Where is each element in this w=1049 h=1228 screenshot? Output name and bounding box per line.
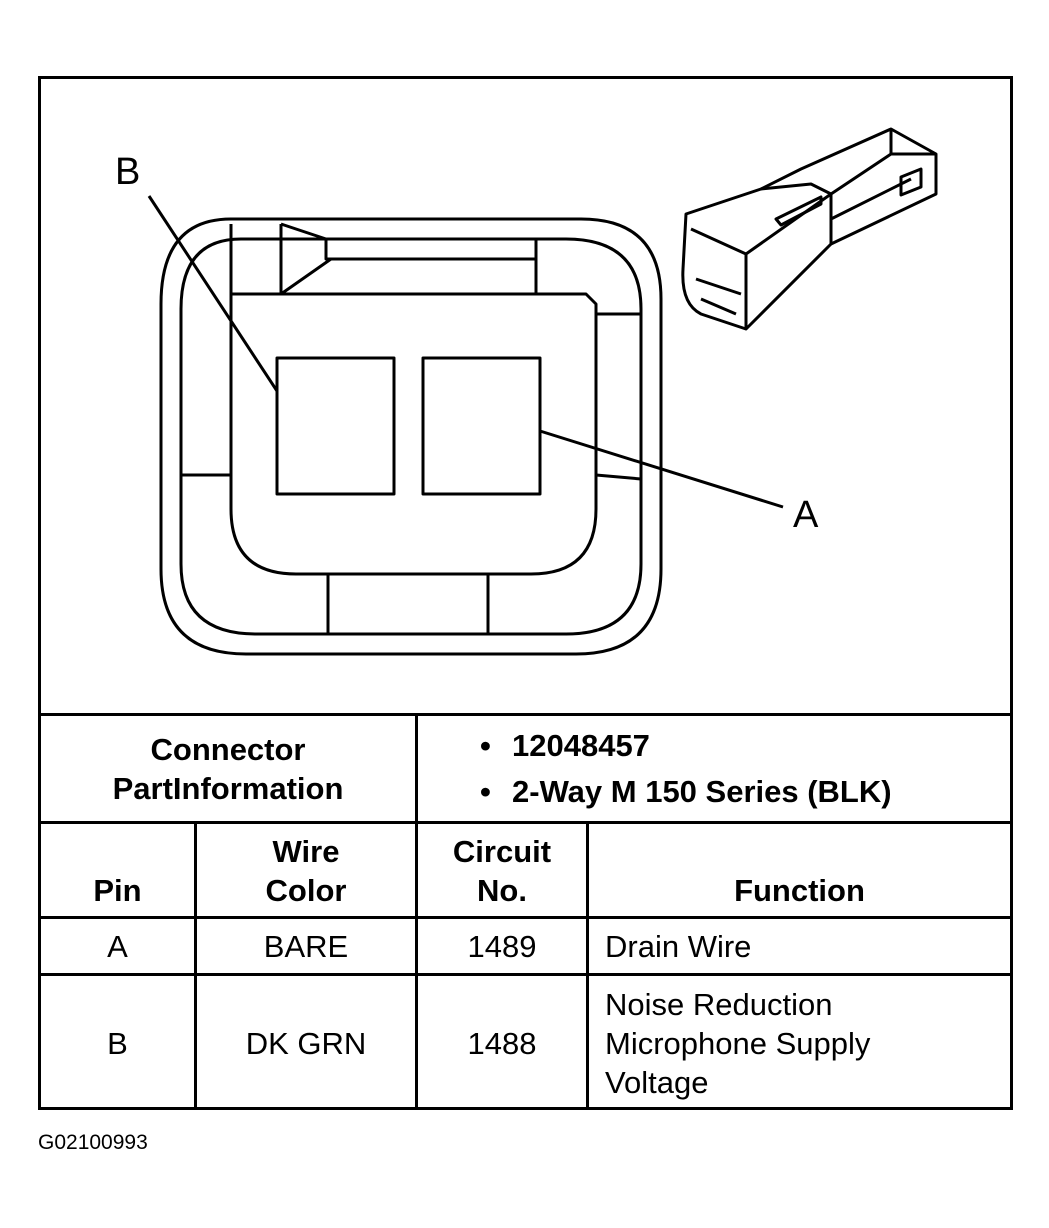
part-info-label-line1: Connector: [150, 731, 306, 767]
connector-series: 2-Way M 150 Series (BLK): [512, 773, 892, 809]
table-divider: [41, 916, 1010, 919]
callout-label-a: A: [793, 494, 819, 536]
connector-series-item: • 2-Way M 150 Series (BLK): [480, 769, 1010, 815]
table-row-b-circuit: 1488: [467, 1025, 537, 1061]
table-row-a-pin: A: [107, 928, 128, 964]
header-pin: Pin: [93, 873, 142, 908]
connector-side-ribs: [181, 312, 642, 481]
header-function: Function: [734, 873, 865, 908]
table-row-a-wire-color: BARE: [263, 928, 349, 964]
table-row-b-function: Noise Reduction Microphone Supply Voltag…: [589, 976, 1010, 1110]
figure-frame: B A Connector PartInformation • 12048457 …: [38, 76, 1013, 1110]
connector-inner-face: [229, 292, 598, 576]
part-info-label-line2: PartInformation: [112, 770, 344, 806]
connector-bottom-tab: [326, 575, 490, 634]
part-number-item: • 12048457: [480, 723, 1010, 769]
connector-table: Connector PartInformation • 12048457 • 2-W…: [41, 713, 1010, 1110]
part-info-label: Connector PartInformation: [41, 716, 415, 821]
header-wire-color: Wire Color: [265, 834, 347, 908]
bullet-icon: •: [480, 727, 491, 763]
part-info-values: • 12048457 • 2-Way M 150 Series (BLK): [418, 716, 1010, 821]
part-number: 12048457: [512, 727, 650, 763]
connector-thumbnail: [681, 127, 938, 331]
cavity-a: [421, 356, 542, 496]
table-row-a-circuit: 1489: [467, 928, 537, 964]
function-line: Voltage: [605, 1064, 709, 1100]
table-divider: [41, 821, 1010, 824]
leader-line-a: [539, 429, 784, 509]
table-row-b-wire-color: DK GRN: [245, 1025, 367, 1061]
connector-face-illustration: [147, 127, 938, 656]
figure-id-caption: G02100993: [38, 1131, 148, 1154]
bullet-icon: •: [480, 773, 491, 809]
table-divider: [586, 821, 589, 1110]
function-line: Noise Reduction: [605, 986, 833, 1022]
leader-line-b: [147, 195, 279, 392]
connector-outer-shell: [159, 217, 663, 656]
header-circuit-no: Circuit No.: [452, 834, 552, 908]
cavity-b: [275, 356, 396, 496]
table-divider: [41, 973, 1010, 976]
function-line: Microphone Supply: [605, 1025, 871, 1061]
table-divider: [415, 716, 418, 1110]
callout-label-b: B: [115, 151, 141, 193]
table-row-a-function: Drain Wire: [605, 928, 752, 964]
connector-diagram: B A: [41, 79, 1010, 713]
table-row-b-pin: B: [107, 1025, 128, 1061]
table-divider: [194, 821, 197, 1110]
connector-top-latch: [229, 222, 538, 296]
connector-inner-ring: [179, 237, 643, 636]
